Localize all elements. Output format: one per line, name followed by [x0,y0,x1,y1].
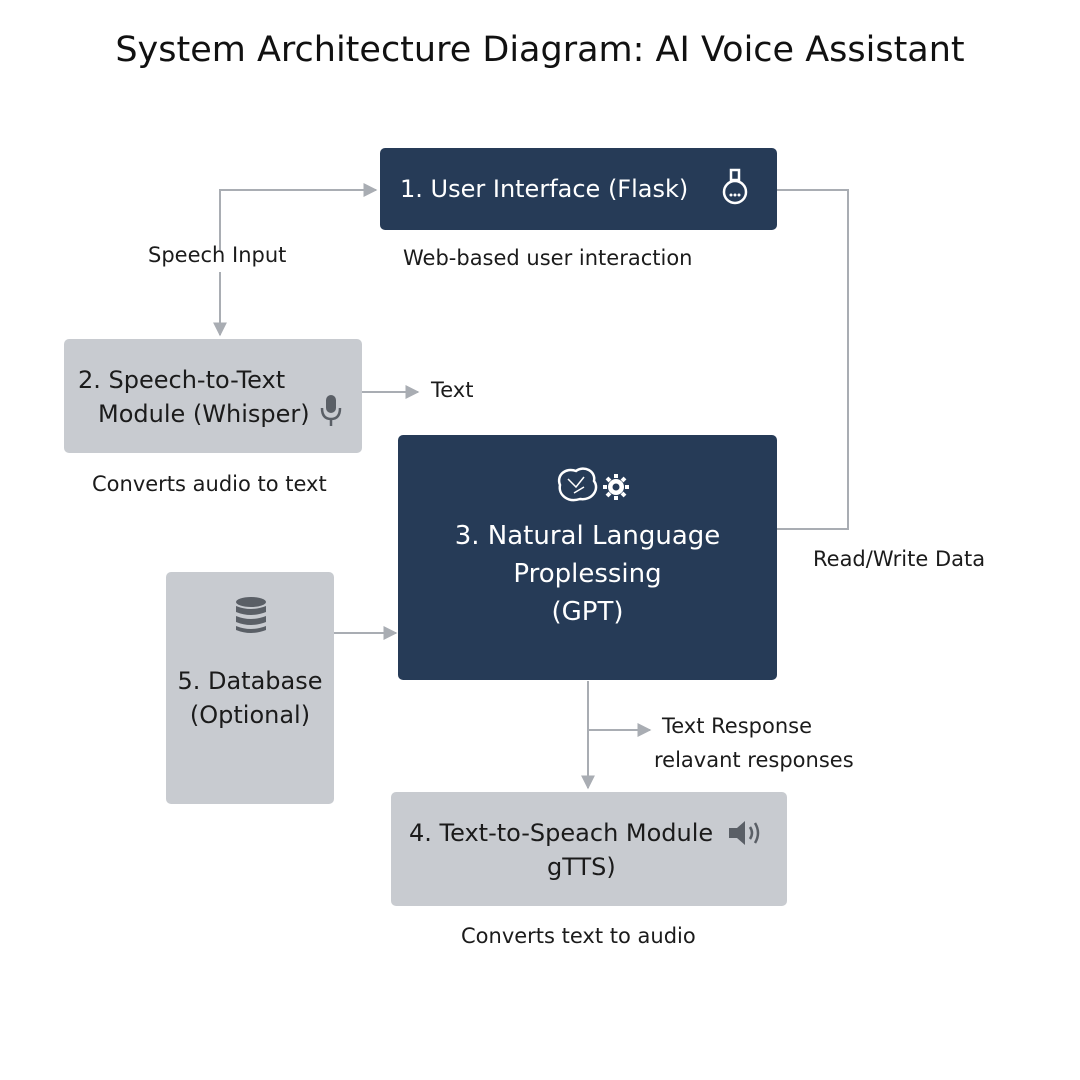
node-text-to-speech-line2: gTTS) [547,853,616,881]
page-title: System Architecture Diagram: AI Voice As… [115,30,965,70]
brain-gear-icon [554,465,634,509]
speaker-icon [727,818,763,852]
node-text-to-speech-caption: Converts text to audio [461,924,696,948]
node-database: 5. Database (Optional) [166,572,334,804]
node-nlp: 3. Natural Language Proplessing (GPT) [398,435,777,680]
arrow-speech-to-ui [219,183,378,250]
node-user-interface-label: 1. User Interface (Flask) [400,175,689,203]
node-speech-to-text: 2. Speech-to-Text Module (Whisper) [64,339,362,453]
edge-label-read-write: Read/Write Data [813,547,986,571]
node-database-line1: 5. Database [177,667,323,695]
node-speech-to-text-line1: 2. Speech-to-Text [78,366,286,394]
node-nlp-line3: (GPT) [551,597,624,627]
flask-icon [720,168,750,212]
edge-label-relevant-responses: relavant responses [654,748,854,772]
node-text-to-speech-line1: 4. Text-to-Speach Module [409,819,714,847]
node-speech-to-text-caption: Converts audio to text [92,472,327,496]
node-speech-to-text-line2: Module (Whisper) [98,400,310,428]
edge-label-text-response: Text Response [662,714,813,738]
node-text-to-speech: 4. Text-to-Speach Module gTTS) [391,792,787,906]
node-nlp-line2: Proplessing [513,559,662,589]
database-icon [234,596,268,640]
node-database-line2: (Optional) [189,701,311,729]
node-nlp-line1: 3. Natural Language [454,521,721,551]
microphone-icon [318,393,344,433]
node-user-interface-caption: Web-based user interaction [403,246,693,270]
edge-label-speech-input: Speech Input [148,243,287,267]
connector-read-write [777,189,849,530]
edge-label-text: Text [431,378,474,402]
node-user-interface: 1. User Interface (Flask) [380,148,777,230]
